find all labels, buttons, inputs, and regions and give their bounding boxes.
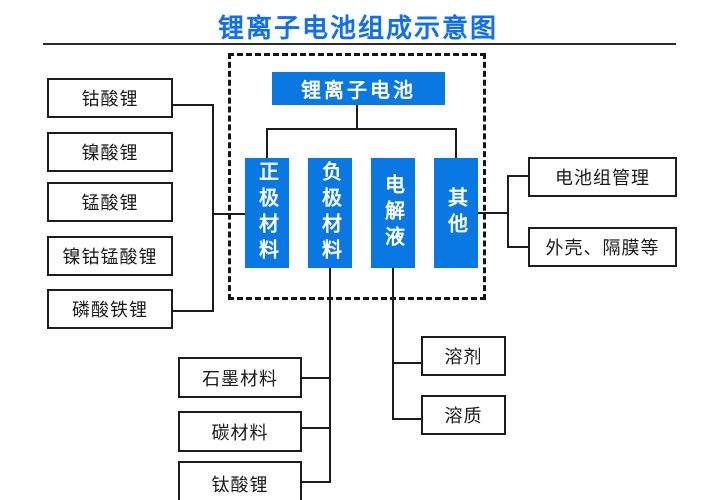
connector-line	[173, 104, 214, 106]
node-graphite-material: 石墨材料	[178, 357, 302, 398]
connector-line	[392, 418, 421, 420]
connector-line	[507, 246, 528, 248]
pillar-anode-material: 负极材料	[308, 158, 352, 268]
connector-line	[302, 377, 330, 379]
pillar-other: 其他	[434, 158, 478, 268]
node-carbon-material: 碳材料	[178, 411, 302, 452]
node-lithium-titanate: 钛酸锂	[178, 461, 302, 500]
connector-line	[507, 175, 509, 248]
node-ncm-lithium-oxide: 镍钴锰酸锂	[47, 236, 173, 276]
node-label: 锂离子电池	[301, 80, 416, 102]
connector-line	[507, 175, 528, 177]
connector-line	[477, 212, 508, 214]
node-casing-separator: 外壳、隔膜等	[528, 227, 677, 267]
connector-line	[329, 267, 331, 483]
node-battery-pack-management: 电池组管理	[528, 157, 677, 197]
node-label: 其他	[444, 187, 467, 239]
connector-line	[266, 128, 457, 130]
pillar-cathode-material: 正极材料	[245, 158, 289, 268]
connector-line	[212, 213, 245, 215]
connector-line	[302, 481, 330, 483]
node-lithium-manganese-oxide: 锰酸锂	[47, 182, 173, 222]
connector-line	[455, 128, 457, 158]
connector-line	[356, 105, 358, 129]
pillar-electrolyte: 电解液	[371, 158, 415, 268]
node-lithium-iron-phosphate: 磷酸铁锂	[47, 289, 173, 329]
connector-line	[266, 128, 268, 158]
connector-line	[302, 427, 330, 429]
dashed-boundary	[228, 53, 486, 300]
node-label: 正极材料	[255, 161, 278, 265]
title-divider	[43, 43, 676, 45]
node-lithium-nickel-oxide: 镍酸锂	[47, 132, 173, 172]
node-label: 负极材料	[318, 161, 341, 265]
connector-line	[212, 104, 214, 312]
connector-line	[173, 310, 214, 312]
connector-line	[392, 267, 394, 420]
connector-line	[392, 362, 421, 364]
node-lithium-ion-battery: 锂离子电池	[272, 72, 445, 105]
node-label: 电解液	[381, 174, 404, 252]
node-lithium-cobalt-oxide: 钴酸锂	[47, 78, 173, 118]
node-solute: 溶质	[421, 395, 506, 435]
diagram-title: 锂离子电池组成示意图	[217, 13, 498, 43]
node-solvent: 溶剂	[421, 336, 506, 376]
